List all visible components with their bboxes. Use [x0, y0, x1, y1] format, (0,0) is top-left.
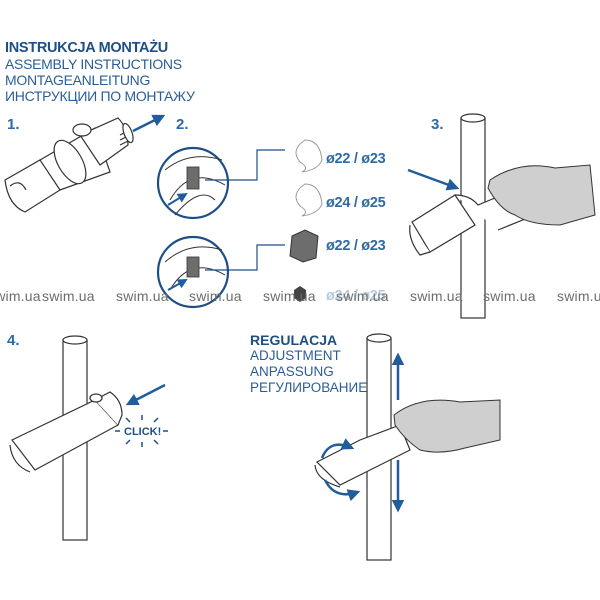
watermark-text: swim.ua	[483, 288, 536, 304]
watermark-text: swim.ua	[116, 288, 169, 304]
step-2-detail-circle-top	[156, 146, 230, 220]
step-4-number: 4.	[7, 332, 20, 349]
step-2-connector-bottom	[205, 244, 285, 271]
title-german: MONTAGEANLEITUNG	[5, 72, 151, 88]
insert-size-label-2: ø24 / ø25	[326, 195, 386, 211]
watermark-text: swim.ua	[410, 288, 463, 304]
watermark-text: swim.ua	[557, 288, 600, 304]
step-3-number: 3.	[431, 116, 444, 133]
rotate-arrow-bottom	[323, 479, 361, 502]
watermark-text: swim.ua	[42, 288, 95, 304]
title-russian: ИНСТРУКЦИИ ПО МОНТАЖУ	[5, 88, 195, 104]
clip-insert-icon-2	[295, 183, 323, 217]
watermark-text: swim.ua	[336, 288, 389, 304]
watermark-text: swim.ua	[189, 288, 242, 304]
adjustment-title-english: ADJUSTMENT	[250, 348, 341, 363]
adjustment-title-russian: РЕГУЛИРОВАНИЕ	[250, 380, 368, 395]
step-3-push-arrow	[407, 168, 460, 191]
instructions-title-block: INSTRUKCJA MONTAŻU ASSEMBLY INSTRUCTIONS…	[5, 40, 195, 104]
clip-insert-icon-1	[295, 139, 323, 173]
insert-size-label-4: ø24 / ø25	[326, 288, 386, 304]
insert-slot-icon	[186, 166, 200, 190]
step-3-hand	[487, 164, 596, 226]
click-burst	[115, 415, 168, 447]
step-4-holder	[9, 391, 123, 473]
adjustment-hand	[393, 399, 501, 453]
watermark-text: swim.ua	[0, 288, 41, 304]
step-1-number: 1.	[7, 116, 20, 133]
adjustment-title-german: ANPASSUNG	[250, 364, 334, 379]
block-insert-icon-large	[289, 229, 319, 263]
adjustment-holder	[314, 424, 411, 488]
insert-size-label-1: ø22 / ø23	[326, 151, 386, 167]
insert-size-label-3: ø22 / ø23	[326, 238, 386, 254]
click-label: CLICK!	[124, 426, 161, 438]
title-english: ASSEMBLY INSTRUCTIONS	[5, 56, 182, 72]
title-polish: INSTRUKCJA MONTAŻU	[5, 40, 168, 56]
step-1-holder-illustration	[4, 117, 134, 213]
adjustment-title-block: REGULACJA ADJUSTMENT ANPASSUNG РЕГУЛИРОВ…	[250, 332, 367, 396]
watermark-text: swim.ua	[263, 288, 316, 304]
adjustment-title-polish: REGULACJA	[250, 332, 338, 348]
step-2-number: 2.	[176, 116, 189, 133]
step-1-pull-arrow	[132, 114, 166, 133]
block-insert-icon-small	[294, 286, 306, 302]
step-2-detail-circle-bottom	[156, 235, 230, 309]
rotate-arrow-top	[320, 438, 355, 459]
step-2-connector-top	[205, 149, 285, 181]
step-4-push-arrow	[125, 383, 166, 406]
